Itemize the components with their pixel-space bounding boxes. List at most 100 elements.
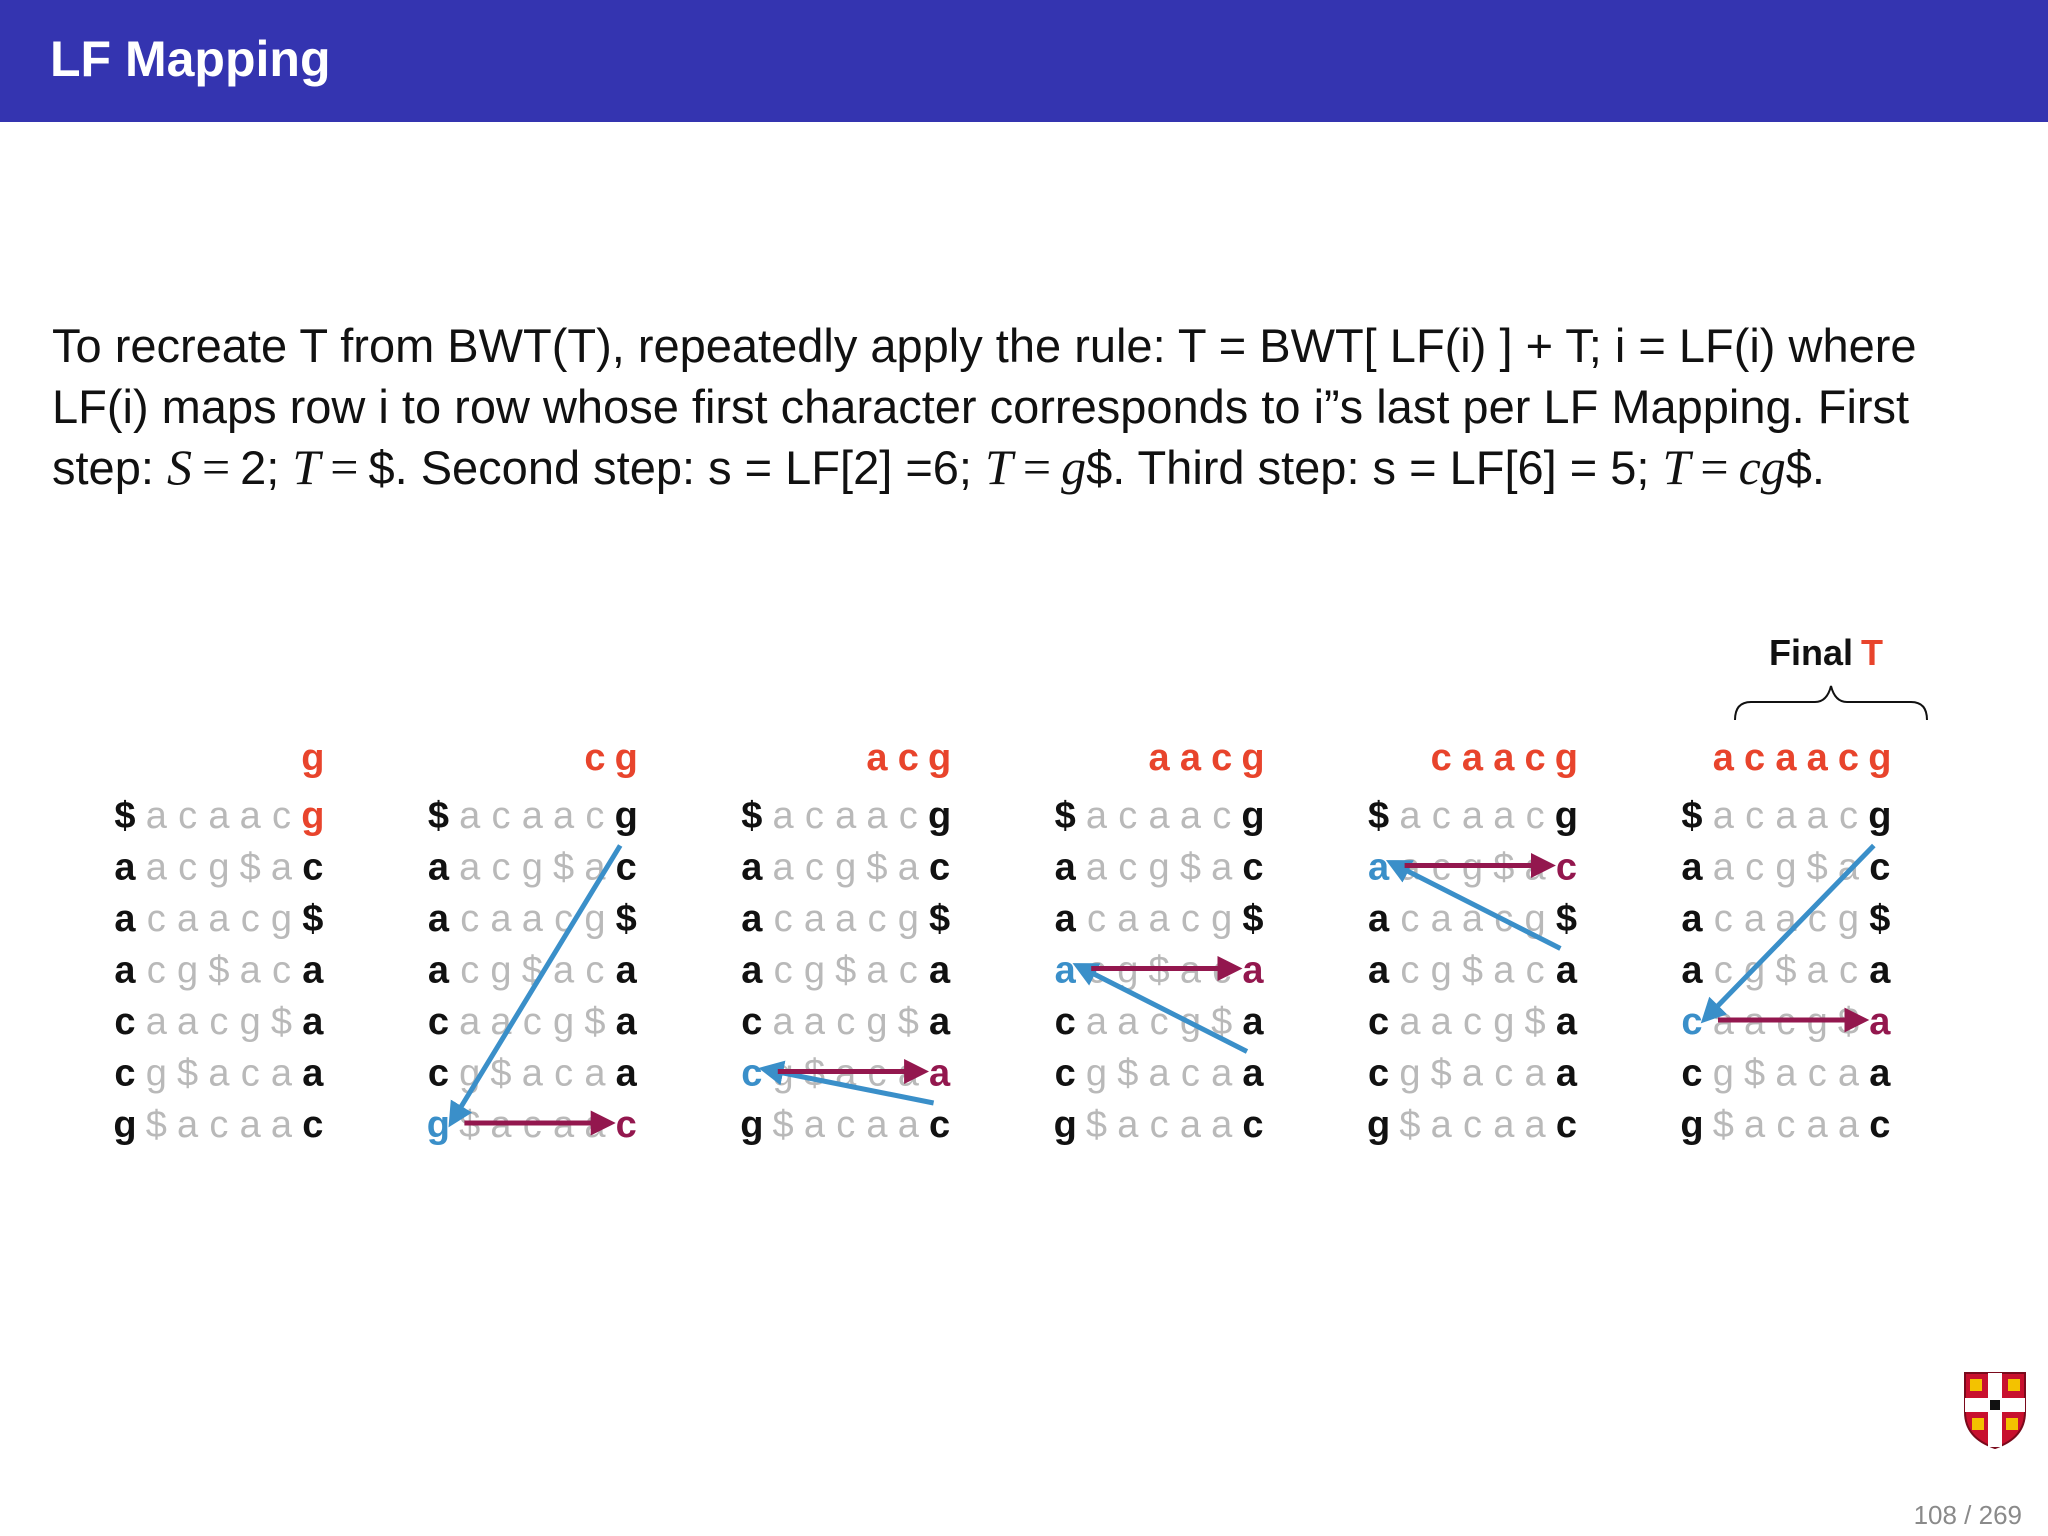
matrix-char: c: [1526, 795, 1545, 837]
frame-title: LF Mapping: [50, 31, 331, 87]
matrix-char: c: [492, 795, 511, 837]
matrix-char: c: [1242, 1104, 1263, 1146]
matrix-char: c: [616, 1104, 637, 1146]
math-equals: =: [1022, 439, 1052, 495]
matrix-char: a: [1242, 950, 1264, 992]
matrix-char: g: [1525, 898, 1546, 940]
matrix-char: a: [553, 950, 575, 992]
matrix-char: a: [1368, 847, 1390, 889]
matrix-char: a: [208, 898, 230, 940]
matrix-char: a: [898, 847, 920, 889]
matrix-char: g: [1680, 1104, 1703, 1146]
matrix-char: a: [114, 898, 136, 940]
matrix-char: a: [302, 950, 324, 992]
bwm-panel: acaacg$acaacgaacg$acacaacg$acg$acacaacg$…: [1680, 737, 1891, 1146]
matrix-char: a: [1775, 795, 1797, 837]
matrix-char: c: [1181, 1053, 1200, 1095]
matrix-char: c: [428, 1001, 449, 1043]
header-char: g: [615, 737, 638, 779]
matrix-char: c: [178, 847, 197, 889]
matrix-char: a: [1493, 795, 1515, 837]
matrix-char: $: [835, 950, 856, 992]
bwm-panel: aacg$acaacgaacg$acacaacg$acg$acacaacg$ac…: [1054, 737, 1265, 1146]
matrix-char: a: [1744, 898, 1766, 940]
matrix-char: c: [741, 1053, 762, 1095]
matrix-char: $: [866, 847, 887, 889]
matrix-char: $: [1681, 795, 1702, 837]
matrix-char: c: [1526, 950, 1545, 992]
matrix-char: $: [616, 898, 637, 940]
matrix-char: a: [240, 1104, 262, 1146]
matrix-char: a: [929, 1001, 951, 1043]
matrix-char: $: [773, 1104, 794, 1146]
matrix-char: c: [554, 1053, 573, 1095]
header-char: c: [898, 737, 919, 779]
matrix-char: a: [1462, 795, 1484, 837]
matrix-char: c: [114, 1001, 135, 1043]
matrix-char: g: [427, 1104, 450, 1146]
matrix-char: c: [1839, 795, 1858, 837]
matrix-char: a: [1211, 1053, 1233, 1095]
math-value-g: g: [1061, 439, 1087, 495]
lf-arrow: [448, 844, 623, 1128]
matrix-char: a: [741, 898, 763, 940]
matrix-char: c: [805, 795, 824, 837]
matrix-char: a: [208, 1053, 230, 1095]
matrix-char: a: [1055, 847, 1077, 889]
matrix-char: g: [1086, 1053, 1107, 1095]
matrix-char: c: [1432, 795, 1451, 837]
matrix-char: g: [1054, 1104, 1077, 1146]
matrix-char: $: [1556, 898, 1577, 940]
matrix-char: $: [1055, 795, 1076, 837]
matrix-char: g: [866, 1001, 887, 1043]
matrix-char: c: [147, 898, 166, 940]
matrix-char: g: [1399, 1053, 1420, 1095]
matrix-char: c: [178, 795, 197, 837]
matrix-char: $: [1399, 1104, 1420, 1146]
matrix-char: g: [177, 950, 198, 992]
matrix-char: a: [1086, 847, 1108, 889]
matrix-char: a: [804, 1104, 826, 1146]
matrix-char: c: [868, 898, 887, 940]
header-char: a: [1493, 737, 1515, 779]
matrix-char: a: [1525, 1104, 1547, 1146]
matrix-char: c: [1150, 1104, 1169, 1146]
matrix-char: g: [1211, 898, 1232, 940]
matrix-char: g: [301, 795, 324, 837]
matrix-char: $: [271, 1001, 292, 1043]
matrix-char: c: [147, 950, 166, 992]
matrix-char: g: [898, 898, 919, 940]
matrix-char: a: [1399, 795, 1421, 837]
matrix-char: a: [616, 1053, 638, 1095]
matrix-char: g: [208, 847, 229, 889]
matrix-char: a: [302, 1053, 324, 1095]
final-t-brace: [1734, 685, 1928, 721]
math-equals: =: [330, 439, 359, 495]
body-paragraph: To recreate T from BWT(T), repeatedly ap…: [52, 315, 2012, 498]
header-char: a: [1807, 737, 1829, 779]
matrix-char: c: [460, 950, 479, 992]
matrix-char: c: [836, 1104, 855, 1146]
matrix-char: a: [114, 847, 136, 889]
paragraph-text-5: $.: [1785, 441, 1825, 494]
matrix-char: a: [1556, 1001, 1578, 1043]
matrix-char: a: [459, 847, 481, 889]
lf-arrow: [1072, 963, 1249, 1054]
matrix-char: a: [741, 847, 763, 889]
matrix-char: c: [114, 1053, 135, 1095]
matrix-char: a: [240, 950, 262, 992]
matrix-char: g: [146, 1053, 167, 1095]
matrix-char: c: [523, 1001, 542, 1043]
matrix-char: c: [1745, 795, 1764, 837]
matrix-char: $: [741, 795, 762, 837]
matrix-char: a: [177, 898, 199, 940]
matrix-char: c: [929, 1104, 950, 1146]
matrix-char: a: [1556, 1053, 1578, 1095]
matrix-char: c: [1776, 1104, 1795, 1146]
matrix-char: a: [490, 898, 512, 940]
bwm-panel: caacg$acaacgaacg$acacaacg$acg$acacaacg$a…: [1367, 737, 1578, 1146]
matrix-char: c: [774, 950, 793, 992]
matrix-char: c: [1745, 847, 1764, 889]
matrix-char: c: [1368, 1001, 1389, 1043]
